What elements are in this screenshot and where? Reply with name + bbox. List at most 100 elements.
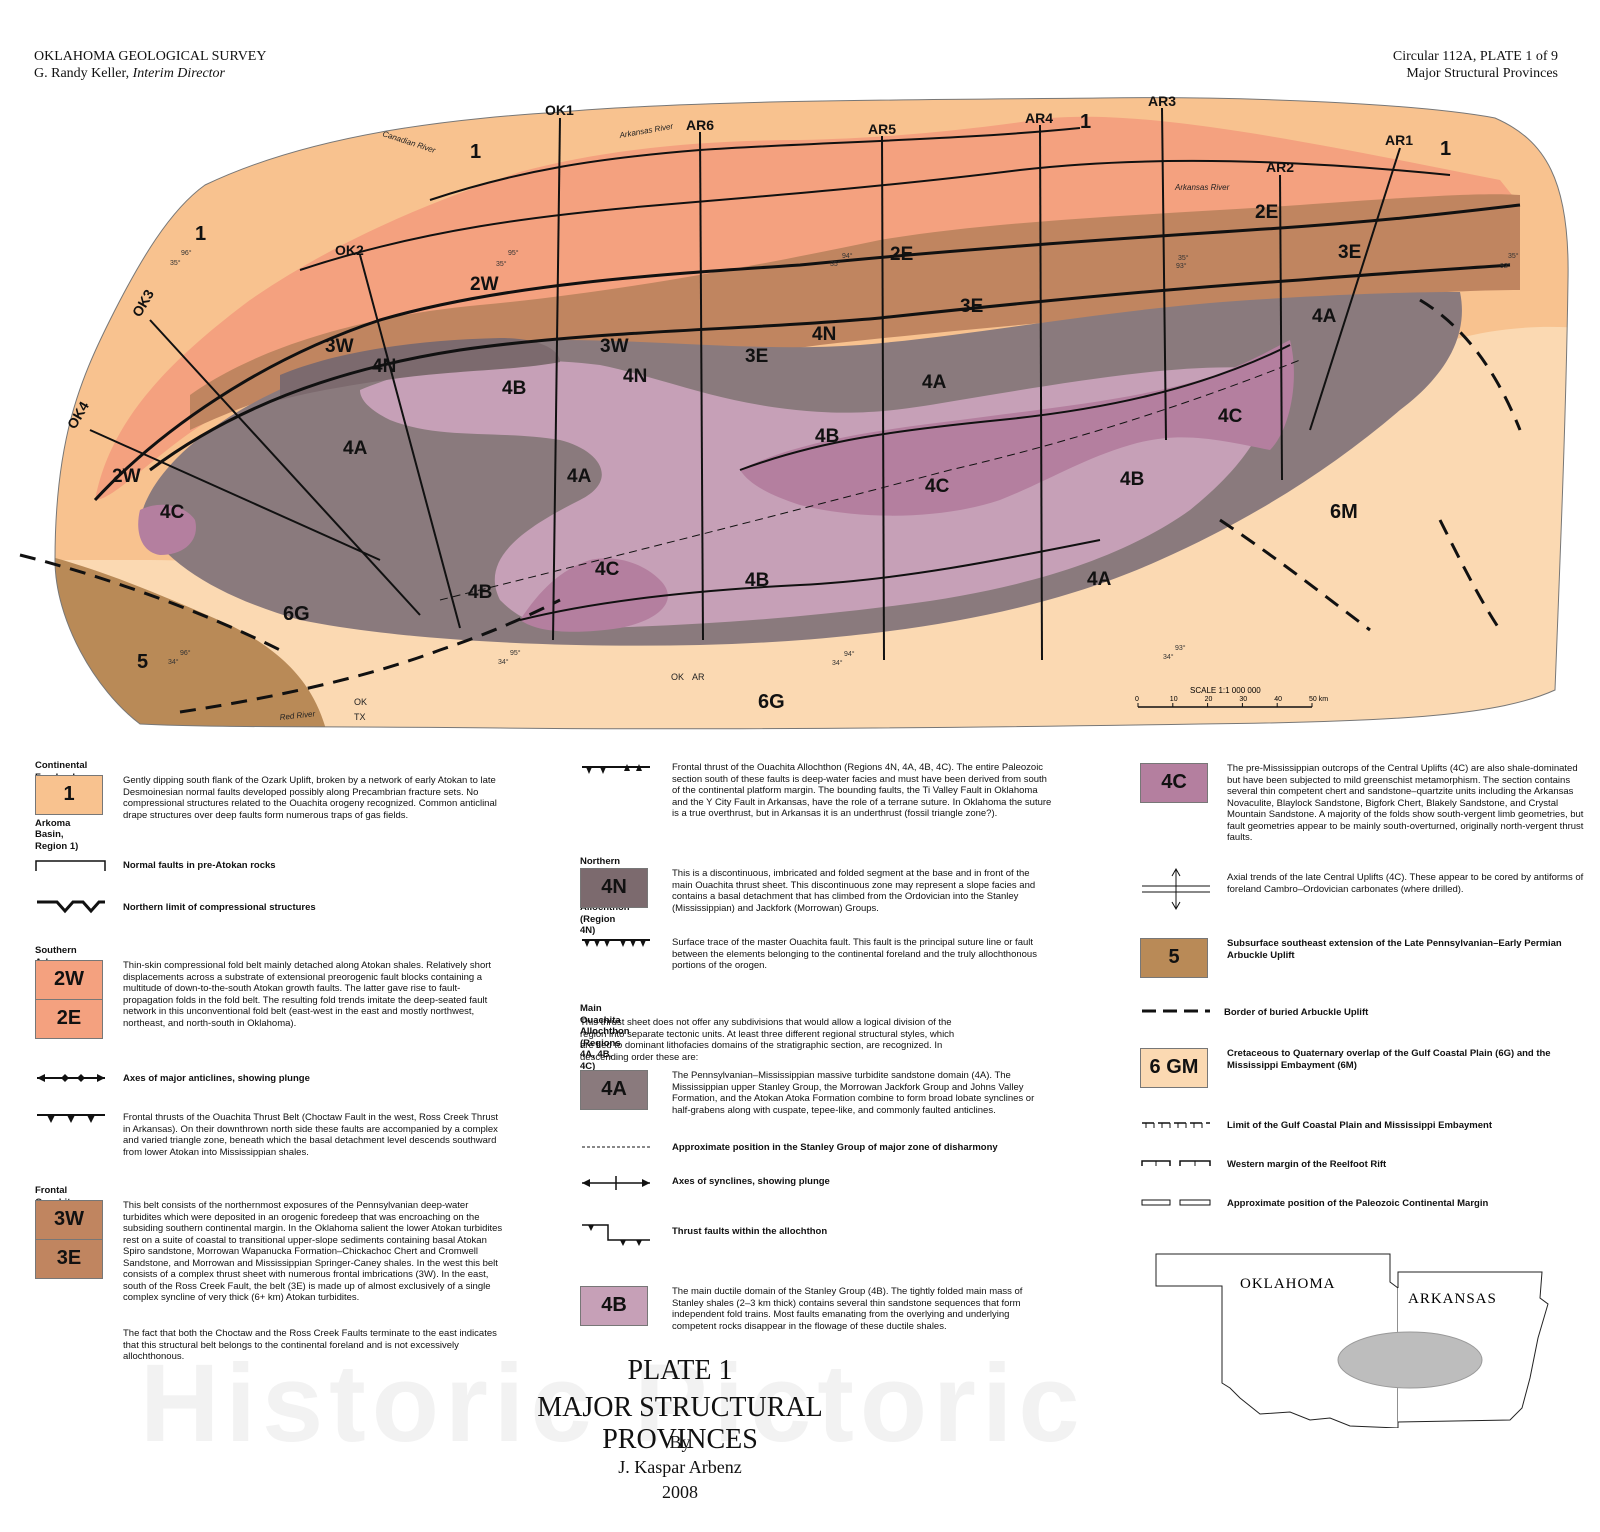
locator-inset-map: OKLAHOMA ARKANSAS bbox=[1155, 1253, 1549, 1428]
allochthon-thrust-symbol bbox=[582, 1224, 650, 1246]
coord-label: 35° bbox=[1508, 252, 1519, 260]
agency-name: OKLAHOMA GEOLOGICAL SURVEY bbox=[34, 49, 267, 64]
region-label: 4B bbox=[1120, 469, 1144, 490]
coord-label: 95° bbox=[510, 649, 521, 657]
region-label: 3E bbox=[1338, 242, 1361, 263]
north-limit-text: Northern limit of compressional structur… bbox=[123, 902, 316, 913]
scale-tick-label: 20 bbox=[1205, 696, 1213, 703]
allochthon-front-symbol bbox=[582, 764, 650, 774]
circular-number: Circular 112A, PLATE 1 of 9 bbox=[1392, 49, 1558, 64]
region-label: 4B bbox=[815, 426, 839, 447]
inset-oklahoma-label: OKLAHOMA bbox=[1240, 1276, 1336, 1292]
fault-lines bbox=[93, 127, 1521, 621]
region-4n-area bbox=[280, 338, 560, 400]
plate-by: By bbox=[669, 1432, 691, 1452]
region-label: 1 bbox=[1080, 111, 1091, 133]
coord-label: 93° bbox=[1175, 644, 1186, 652]
region-label: 3W bbox=[325, 336, 354, 357]
coord-label: 35° bbox=[496, 260, 507, 268]
swatch-region-2w: 2W bbox=[35, 960, 103, 1000]
cross-section-lines bbox=[89, 107, 1401, 661]
disharmony-text: Approximate position in the Stanley Grou… bbox=[672, 1142, 998, 1153]
circular-header: Circular 112A, PLATE 1 of 9 Major Struct… bbox=[1393, 48, 1558, 82]
region-5-description: Subsurface southeast extension of the La… bbox=[1227, 938, 1562, 961]
scale-tick-label: 50 km bbox=[1309, 696, 1328, 703]
coord-label: 34° bbox=[498, 658, 509, 666]
coord-label: 35° bbox=[1178, 254, 1189, 262]
gulf-limit-symbol bbox=[1142, 1122, 1210, 1128]
region-4c-area bbox=[740, 340, 1294, 516]
map-regions bbox=[55, 97, 1569, 729]
region-label: 4C bbox=[1218, 406, 1243, 427]
region-label: 3E bbox=[960, 296, 983, 317]
arbuckle-border-text: Border of buried Arbuckle Uplift bbox=[1224, 1007, 1369, 1018]
coord-label: 93° bbox=[1176, 262, 1187, 270]
region-label: 4A bbox=[343, 438, 368, 459]
section-label: AR2 bbox=[1266, 159, 1294, 175]
coord-label: 92° bbox=[1500, 262, 1511, 270]
scale-tick-label: 0 bbox=[1135, 696, 1139, 703]
region-label: 1 bbox=[470, 141, 481, 163]
survey-header: OKLAHOMA GEOLOGICAL SURVEY G. Randy Kell… bbox=[34, 48, 266, 82]
director-line: G. Randy Keller, Interim Director bbox=[34, 66, 226, 81]
region-4c-west-area bbox=[138, 504, 196, 555]
region-label: 5 bbox=[137, 651, 148, 673]
plate-year: 2008 bbox=[662, 1482, 698, 1502]
normal-faults-text: Normal faults in pre-Atokan rocks bbox=[123, 860, 276, 871]
anticline-axis-symbol bbox=[37, 1074, 105, 1082]
arbuckle-border-symbol bbox=[1142, 1009, 1210, 1013]
region-label: 3E bbox=[745, 346, 768, 367]
coord-label: 95° bbox=[508, 249, 519, 257]
region-3-description: This belt consists of the northernmost e… bbox=[123, 1200, 503, 1303]
anticlines-text: Axes of major anticlines, showing plunge bbox=[123, 1073, 310, 1084]
disharmony-symbol bbox=[582, 1146, 650, 1148]
swatch-region-3e: 3E bbox=[35, 1239, 103, 1279]
swatch-region-5: 5 bbox=[1140, 938, 1208, 978]
allochthon-front-text: Frontal thrust of the Ouachita Allochtho… bbox=[672, 762, 1052, 819]
region-label: 4B bbox=[745, 570, 769, 591]
frontal-thrusts-text: Frontal thrusts of the Ouachita Thrust B… bbox=[123, 1112, 499, 1158]
graticule-labels: 96° 35° 95° 35° 94° 35° 93° 35° 92° 35° … bbox=[168, 249, 1519, 667]
region-label: 4C bbox=[925, 476, 950, 497]
state-label: TX bbox=[354, 712, 366, 722]
main-allochthon-text: This thrust sheet does not offer any sub… bbox=[580, 1017, 955, 1063]
region-4b-description: The main ductile domain of the Stanley G… bbox=[672, 1286, 1023, 1332]
region-3-area bbox=[190, 194, 1520, 430]
region-labels: 1 1 1 1 2W 2W 2E 2E 3W 3W 3E 3E 3E 4N 4N… bbox=[112, 111, 1451, 713]
region-label: 6G bbox=[758, 691, 785, 713]
region-label: 4A bbox=[922, 372, 947, 393]
swatch-region-6: 6 GM bbox=[1140, 1048, 1208, 1088]
coord-label: 34° bbox=[832, 659, 843, 667]
region-label: 4N bbox=[372, 356, 396, 377]
circular-subject: Major Structural Provinces bbox=[1406, 66, 1558, 81]
paleozoic-margin-symbol bbox=[1141, 1199, 1211, 1206]
inset-arkansas-label: ARKANSAS bbox=[1408, 1291, 1497, 1307]
thrusts-within-text: Thrust faults within the allochthon bbox=[672, 1226, 828, 1237]
reelfoot-text: Western margin of the Reelfoot Rift bbox=[1227, 1159, 1387, 1170]
section-label: OK2 bbox=[335, 242, 364, 258]
region-label: 1 bbox=[195, 223, 206, 245]
master-fault-symbol bbox=[582, 939, 650, 947]
section-label: AR6 bbox=[686, 117, 714, 133]
normal-fault-symbol bbox=[35, 860, 106, 871]
structural-map: OK1 OK2 OK3 OK4 AR6 AR5 AR4 AR3 AR2 AR1 … bbox=[19, 93, 1569, 730]
swatch-region-3w: 3W bbox=[35, 1200, 103, 1240]
section-label: AR5 bbox=[868, 121, 896, 137]
region-4c-sw-area bbox=[520, 558, 668, 632]
region-label: 3W bbox=[600, 336, 629, 357]
scale-tick-label: 40 bbox=[1274, 696, 1282, 703]
region-label: 1 bbox=[1440, 138, 1451, 160]
synclines-text: Axes of synclines, showing plunge bbox=[672, 1176, 830, 1187]
region-4c-description: The pre-Mississippian outcrops of the Ce… bbox=[1227, 763, 1584, 843]
state-line-labels: OK AR OK TX bbox=[354, 672, 705, 722]
region-label: 6M bbox=[1330, 501, 1358, 523]
region-label: 4A bbox=[1312, 306, 1337, 327]
map-border bbox=[54, 97, 1569, 730]
region-label: 4A bbox=[1087, 569, 1112, 590]
section-label: AR3 bbox=[1148, 93, 1176, 109]
axial-trends-text: Axial trends of the late Central Uplifts… bbox=[1227, 872, 1584, 895]
coord-label: 35° bbox=[830, 260, 841, 268]
compression-limit-symbol bbox=[37, 900, 105, 914]
syncline-axis-symbol bbox=[582, 1176, 650, 1190]
